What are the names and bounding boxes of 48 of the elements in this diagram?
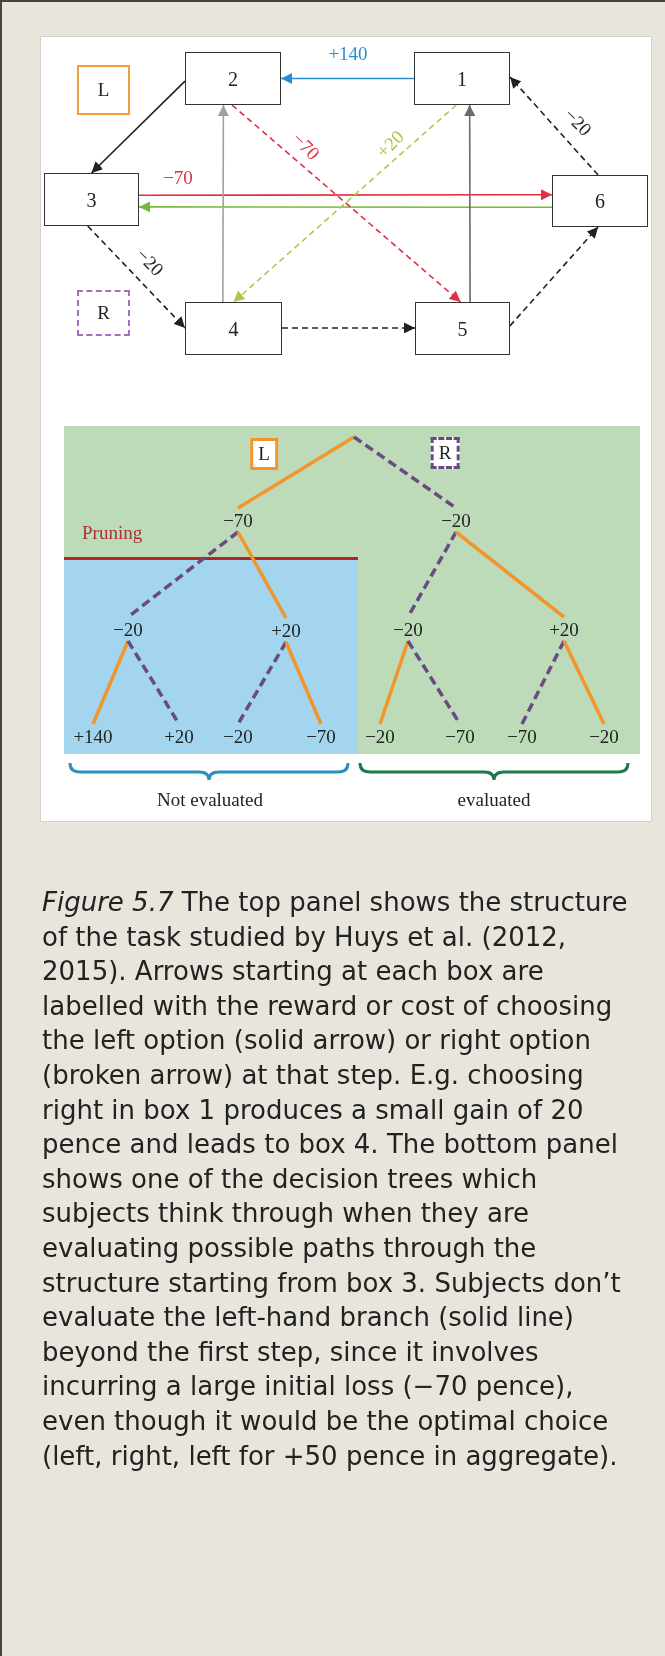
state-box: 4 bbox=[185, 302, 282, 355]
edge-label: L bbox=[250, 438, 278, 470]
tree-value: −20 bbox=[382, 617, 434, 641]
tree-branch bbox=[520, 640, 566, 725]
solid-key-box: L bbox=[77, 65, 130, 115]
tree-branch bbox=[284, 641, 323, 725]
tree-value: −20 bbox=[354, 724, 406, 748]
tree-branch bbox=[237, 435, 355, 510]
tree-branch bbox=[353, 435, 457, 510]
figure-caption: Figure 5.7 The top panel shows the structure of the task studied by Huys et al. (2012, 2015). Arrows starting at each box are labelled with the reward or cost of choosing the left option (solid arrow) or right option (broken arrow) at that step. E.g. choosing right in box 1 produces a small gain of 20 pence and leads to box 4. The bottom panel shows one of the decision trees which subjects think through when they are evaluating possible paths through the structure starting from box 3. Subjects don’t evaluate the left-hand branch (solid line) beyond the first step, since it involves incurring a large initial loss (−70 pence), even though it would be the optimal choice (left, right, left for +50 pence in aggregate). bbox=[42, 886, 629, 1473]
tree-branch bbox=[91, 640, 130, 725]
arrow bbox=[509, 76, 599, 176]
tree-value: −70 bbox=[295, 724, 347, 748]
arrow bbox=[86, 225, 186, 329]
tree-value: −70 bbox=[496, 724, 548, 748]
state-box: 5 bbox=[415, 302, 510, 355]
arrow bbox=[464, 104, 476, 303]
tree-branch bbox=[562, 640, 606, 725]
state-box: 3 bbox=[44, 173, 139, 226]
state-box: 6 bbox=[552, 175, 648, 227]
tree-branch bbox=[378, 640, 410, 725]
tree-value: −20 bbox=[430, 508, 482, 532]
tree-value: +140 bbox=[67, 724, 119, 748]
arrow bbox=[138, 201, 553, 213]
tree-value: −20 bbox=[212, 724, 264, 748]
edge-label: R bbox=[430, 437, 460, 469]
arrow bbox=[509, 226, 599, 327]
tree-value: +20 bbox=[538, 617, 590, 641]
arrow bbox=[281, 322, 416, 334]
annotation-text: Not evaluated bbox=[155, 788, 264, 812]
tree-branch bbox=[454, 530, 566, 619]
arrow bbox=[217, 104, 229, 303]
tree-value: −20 bbox=[578, 724, 630, 748]
arrow bbox=[280, 73, 415, 84]
tree-value: +20 bbox=[260, 618, 312, 642]
annotation-text: evaluated bbox=[456, 788, 532, 812]
tree-branch bbox=[236, 531, 288, 619]
tree-value: −20 bbox=[102, 617, 154, 641]
tree-value: −70 bbox=[434, 724, 486, 748]
arrow bbox=[90, 80, 186, 174]
tree-branch bbox=[236, 641, 288, 725]
state-box: 2 bbox=[185, 52, 281, 105]
dashed-key-box: R bbox=[77, 290, 130, 336]
state-box: 1 bbox=[414, 52, 510, 105]
arrow bbox=[138, 189, 553, 201]
annotation-text: Pruning bbox=[82, 521, 143, 545]
tree-value: −70 bbox=[212, 508, 264, 532]
tree-value: +20 bbox=[153, 724, 205, 748]
